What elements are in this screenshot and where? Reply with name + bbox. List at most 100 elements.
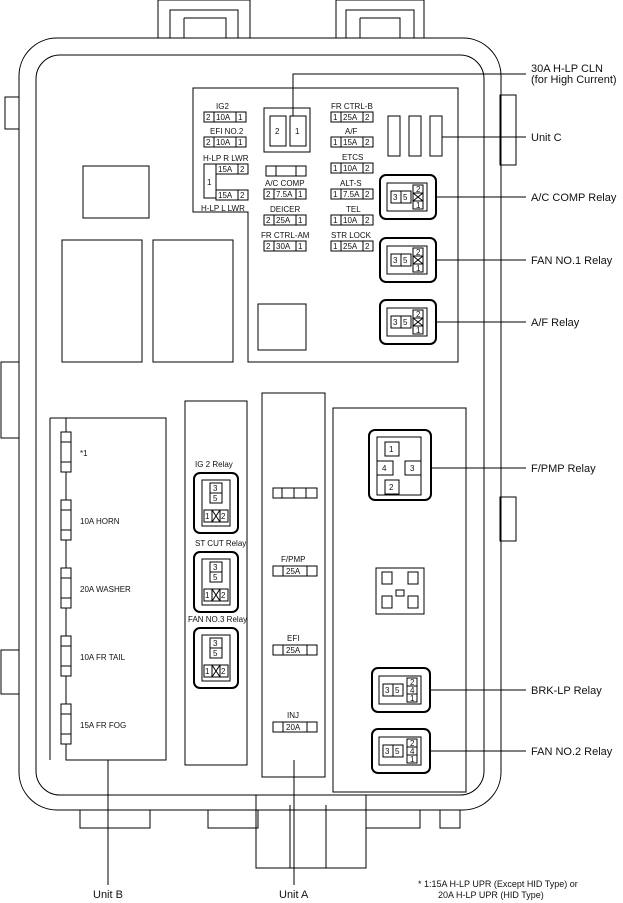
alt-s-pin-b: 2: [365, 190, 370, 199]
unit-b-fuse-0: [60, 431, 72, 473]
hlp-l-pin: 2: [240, 191, 245, 200]
ig2-relay-pin2: 2: [221, 512, 226, 521]
st-cut-relay-x-b: [211, 588, 221, 602]
ig2-label: IG2: [216, 102, 229, 111]
middle-relay-column: [184, 400, 248, 766]
unit-b-fuse-label-0: *1: [80, 449, 88, 458]
fan3-relay-pin2: 2: [221, 667, 226, 676]
unit-c-blades: [387, 115, 443, 157]
unit-a-fuse-amp-0: 25A: [286, 567, 301, 576]
deicer-pin-a: 2: [266, 216, 271, 225]
fan3-relay-pin5: 5: [213, 649, 218, 658]
callout-fpmp-relay: F/PMP Relay: [531, 463, 596, 475]
fan3-relay-pin1: 1: [205, 667, 210, 676]
etcs-pin-b: 2: [365, 164, 370, 173]
unit-a-fuse-2-center: [282, 721, 308, 733]
unit-a-fuse-1-center: [282, 644, 308, 656]
fr-ctrl-am-label: FR CTRL-AM: [261, 231, 310, 240]
callout-fan2-relay: FAN NO.2 Relay: [531, 746, 613, 758]
hlp-r-label: H-LP R LWR: [203, 154, 249, 163]
ac-comp-label: A/C COMP: [265, 179, 305, 188]
alt-s-label: ALT-S: [340, 179, 362, 188]
af-relay-pin5: 5: [403, 318, 408, 327]
unit-a-fuse-label-1: EFI: [287, 634, 299, 643]
af-pin-a: 1: [333, 138, 338, 147]
fan2-relay-pin5-box: [392, 744, 404, 758]
blank-block-4: [257, 303, 307, 351]
brklp-relay-pin3: 3: [385, 686, 390, 695]
ig2-relay-pin5-box: [209, 492, 223, 504]
efi2-label: EFI NO.2: [210, 127, 244, 136]
fan1-relay-x-b: [412, 255, 424, 265]
str-lock-pin-b: 2: [365, 242, 370, 251]
af-relay-pin5-box: [400, 315, 412, 329]
callout-unit-a: Unit A: [279, 889, 309, 901]
fr-ctrl-b-amp: 25A: [343, 113, 358, 122]
unit-a-fuse-label-0: F/PMP: [281, 555, 305, 564]
hlp-l-amp: 15A: [218, 191, 233, 200]
unit-c-region: [192, 87, 459, 363]
brklp-relay-pin5: 5: [395, 686, 400, 695]
ac-comp-relay-pin5: 5: [403, 193, 408, 202]
callout-unit-c: Unit C: [531, 132, 562, 144]
fr-ctrl-am-amp: 30A: [276, 242, 291, 251]
af-pin-b-box: [362, 136, 374, 148]
str-lock-pin-a: 1: [333, 242, 338, 251]
alt-s-pin-a: 1: [333, 190, 338, 199]
fan3-relay-pin3: 3: [213, 639, 218, 648]
fr-ctrl-b-pin-b-box: [362, 111, 374, 123]
unit-a-blank-slot: [272, 487, 318, 499]
unit-a-fuse-0-center: [282, 565, 308, 577]
tel-pin-b: 2: [365, 216, 370, 225]
unit-a-fuse-label-2: INJ: [287, 711, 299, 720]
fpmp-pin-1: 1: [389, 445, 394, 454]
fan2-relay-pin4: 4: [410, 747, 415, 756]
fan3-relay-label: FAN NO.3 Relay: [188, 615, 247, 624]
ac-comp-pin-b: 1: [298, 190, 303, 199]
fpmp-pin-2: 2: [389, 483, 394, 492]
bottom-tabs: [79, 795, 461, 869]
str-lock-pin-b-box: [362, 240, 374, 252]
st-cut-relay-pin5-box: [209, 571, 223, 583]
unit-b-fuse-label-3: 10A FR TAIL: [80, 653, 126, 662]
right-relay-region: [332, 407, 467, 793]
alt-s-pin-b-box: [362, 188, 374, 200]
fan1-relay-pin1-box: [412, 263, 424, 273]
st-cut-relay-pin2-box: [219, 588, 229, 602]
fan2-relay-pin2: 2: [410, 739, 415, 748]
af-amp: 15A: [343, 138, 358, 147]
hlp-r-amp: 15A: [218, 165, 233, 174]
cln-pin-right: 1: [295, 127, 300, 136]
etcs-pin-a: 1: [333, 164, 338, 173]
side-tabs: [0, 94, 517, 695]
top-tabs: [157, 0, 425, 38]
af-pin-b: 2: [365, 138, 370, 147]
af-relay-x-b: [412, 317, 424, 327]
etcs-amp: 10A: [343, 164, 358, 173]
callout-unit-b: Unit B: [93, 889, 123, 901]
ig2-pin-a: 2: [206, 113, 211, 122]
st-cut-relay-pin3: 3: [213, 563, 218, 572]
callout-af-relay: A/F Relay: [531, 317, 580, 329]
fan3-relay-pin5-box: [209, 647, 223, 659]
blank-fuse-slot-c: [265, 165, 307, 177]
unit-a-fuse-amp-1: 25A: [286, 646, 301, 655]
cln-pin-left-box: [269, 115, 287, 147]
efi2-pin-b-box: [235, 136, 247, 148]
efi2-amp: 10A: [216, 138, 231, 147]
callout-ac-comp-relay: A/C COMP Relay: [531, 192, 617, 204]
fan2-relay-pin5: 5: [395, 747, 400, 756]
callout-brklp-relay: BRK-LP Relay: [531, 685, 602, 697]
af-relay-pin2: 2: [416, 310, 421, 319]
hlp-common-pin: 1: [207, 178, 212, 187]
brklp-relay-pin5-box: [392, 683, 404, 697]
tel-label: TEL: [346, 205, 361, 214]
brklp-relay-pin2: 2: [410, 678, 415, 687]
fan1-relay-pin3: 3: [393, 256, 398, 265]
etcs-label: ETCS: [342, 153, 363, 162]
blank-block-1: [82, 165, 150, 219]
